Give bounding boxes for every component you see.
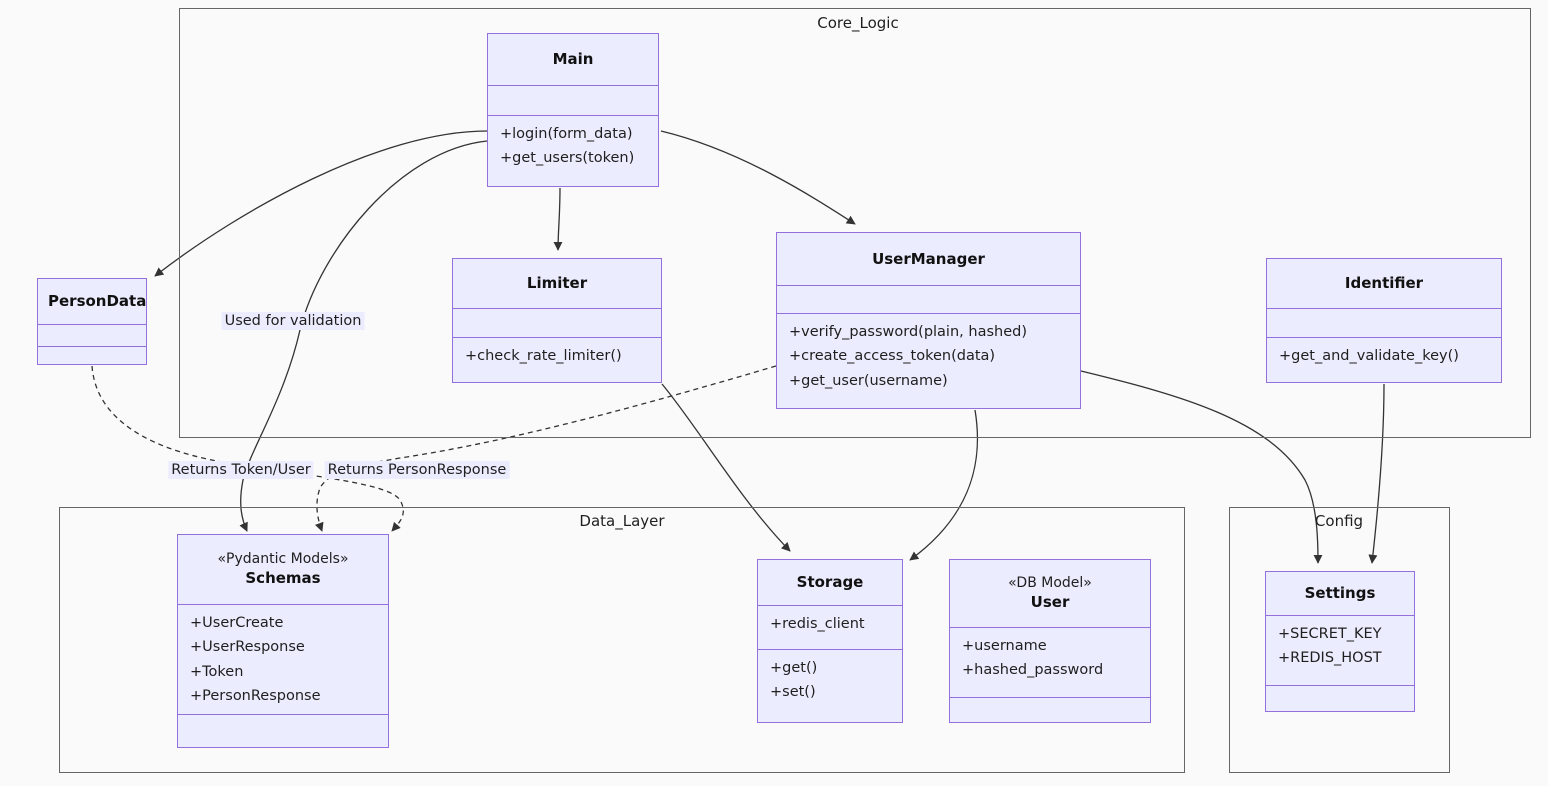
class-attributes-user: +username +hashed_password [950,628,1150,698]
class-attribute: +hashed_password [962,662,1104,679]
package-config [1229,507,1450,773]
class-methods-storage: +get() +set() [758,650,902,722]
class-method: +get() [770,660,818,676]
class-name-limiter: Limiter [526,274,588,292]
class-method: +verify_password(plain, hashed) [789,324,1027,340]
class-attribute: +REDIS_HOST [1278,650,1382,667]
class-attribute: +PersonResponse [190,688,321,705]
class-header-usermanager: UserManager [777,233,1080,286]
class-stereotype-user: «DB Model» [1008,574,1092,591]
class-box-user[interactable]: «DB Model» User +username +hashed_password [949,559,1151,723]
class-header-storage: Storage [758,560,902,606]
class-attributes-limiter [453,309,661,338]
class-attributes-schemas: +UserCreate +UserResponse +Token +PersonRes… [178,605,388,716]
edge-label-returns-person-response: Returns PersonResponse [324,461,510,479]
package-data_layer [59,507,1185,773]
class-name-storage: Storage [796,573,864,591]
class-attributes-persondata [38,325,146,347]
class-method: +set() [770,684,816,701]
package-label-data_layer: Data_Layer [579,512,665,530]
class-header-limiter: Limiter [453,259,661,309]
class-methods-schemas [178,715,388,747]
class-box-usermanager[interactable]: UserManager +verify_password(plain, hashe… [776,232,1081,409]
class-method: +check_rate_limiter() [465,348,622,364]
class-box-storage[interactable]: Storage +redis_client +get() +set() [757,559,903,723]
package-core_logic [179,8,1531,438]
class-box-persondata[interactable]: PersonData [37,278,147,365]
class-method: +get_user(username) [789,372,948,389]
class-name-schemas: Schemas [245,569,321,588]
class-method: +login(form_data) [500,126,633,142]
class-methods-persondata [38,347,146,369]
class-attribute: +SECRET_KEY [1278,626,1382,642]
class-method: +get_and_validate_key() [1279,348,1459,364]
class-box-settings[interactable]: Settings +SECRET_KEY +REDIS_HOST [1265,571,1415,712]
class-attributes-main [488,86,658,116]
class-attribute: +redis_client [770,616,865,632]
class-name-user: User [1030,593,1070,612]
class-stereotype-schemas: «Pydantic Models» [217,550,349,567]
class-header-settings: Settings [1266,572,1414,616]
edge-label-used-for-validation: Used for validation [221,312,365,330]
class-header-schemas: «Pydantic Models» Schemas [178,535,388,605]
class-header-user: «DB Model» User [950,560,1150,628]
class-attribute: +UserResponse [190,639,305,656]
class-name-identifier: Identifier [1344,274,1424,292]
class-method: +get_users(token) [500,150,635,167]
class-name-persondata: PersonData [48,292,147,310]
package-label-core_logic: Core_Logic [817,14,899,32]
class-methods-usermanager: +verify_password(plain, hashed) +create_a… [777,314,1080,408]
class-name-main: Main [552,50,594,68]
class-name-settings: Settings [1304,584,1376,602]
edge-label-returns-token-user: Returns Token/User [168,461,314,479]
class-header-main: Main [488,34,658,86]
class-method: +create_access_token(data) [789,348,996,365]
class-box-limiter[interactable]: Limiter +check_rate_limiter() [452,258,662,383]
class-attributes-identifier [1267,309,1501,338]
class-attributes-settings: +SECRET_KEY +REDIS_HOST [1266,616,1414,686]
class-attribute: +Token [190,663,244,680]
class-name-usermanager: UserManager [872,249,985,268]
class-attribute: +UserCreate [190,615,284,631]
class-methods-main: +login(form_data) +get_users(token) [488,116,658,186]
class-attribute: +username [962,638,1047,654]
class-attributes-storage: +redis_client [758,606,902,650]
class-methods-settings [1266,686,1414,711]
class-methods-identifier: +get_and_validate_key() [1267,338,1501,382]
class-attributes-usermanager [777,286,1080,314]
class-box-main[interactable]: Main +login(form_data) +get_users(token) [487,33,659,187]
class-box-identifier[interactable]: Identifier +get_and_validate_key() [1266,258,1502,383]
class-box-schemas[interactable]: «Pydantic Models»Schemas+UserCreate+User… [177,534,389,748]
class-header-identifier: Identifier [1267,259,1501,309]
class-methods-user [950,698,1150,722]
package-label-config: Config [1314,512,1364,530]
class-header-persondata: PersonData [38,279,146,325]
class-methods-limiter: +check_rate_limiter() [453,338,661,382]
